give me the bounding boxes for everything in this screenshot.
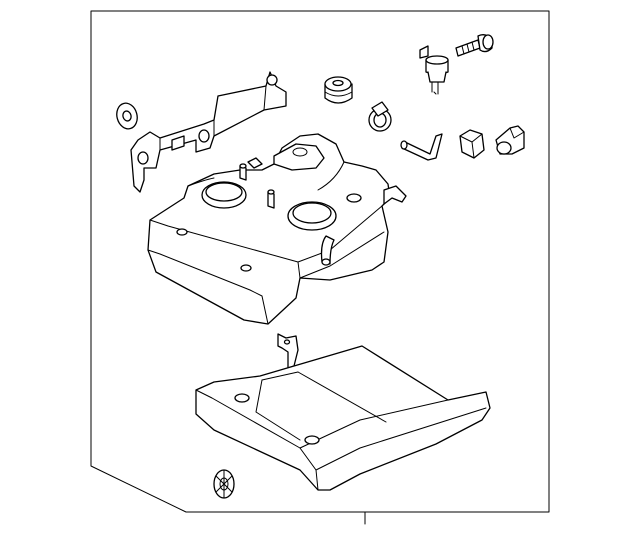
diagram-frame — [90, 10, 550, 525]
grommet-part — [324, 76, 353, 104]
washer-part — [116, 102, 138, 130]
hose-clamp-part — [368, 101, 392, 132]
elbow-cap-part — [495, 125, 525, 155]
skid-plate-part — [195, 333, 491, 491]
vent-hose-part — [400, 133, 443, 161]
fuel-tank-part — [147, 133, 407, 325]
vent-valve-part — [419, 45, 449, 95]
bolt-part — [455, 34, 494, 57]
push-retainer-part — [213, 469, 235, 499]
bracket-part — [130, 71, 287, 193]
nut-part — [459, 129, 485, 159]
